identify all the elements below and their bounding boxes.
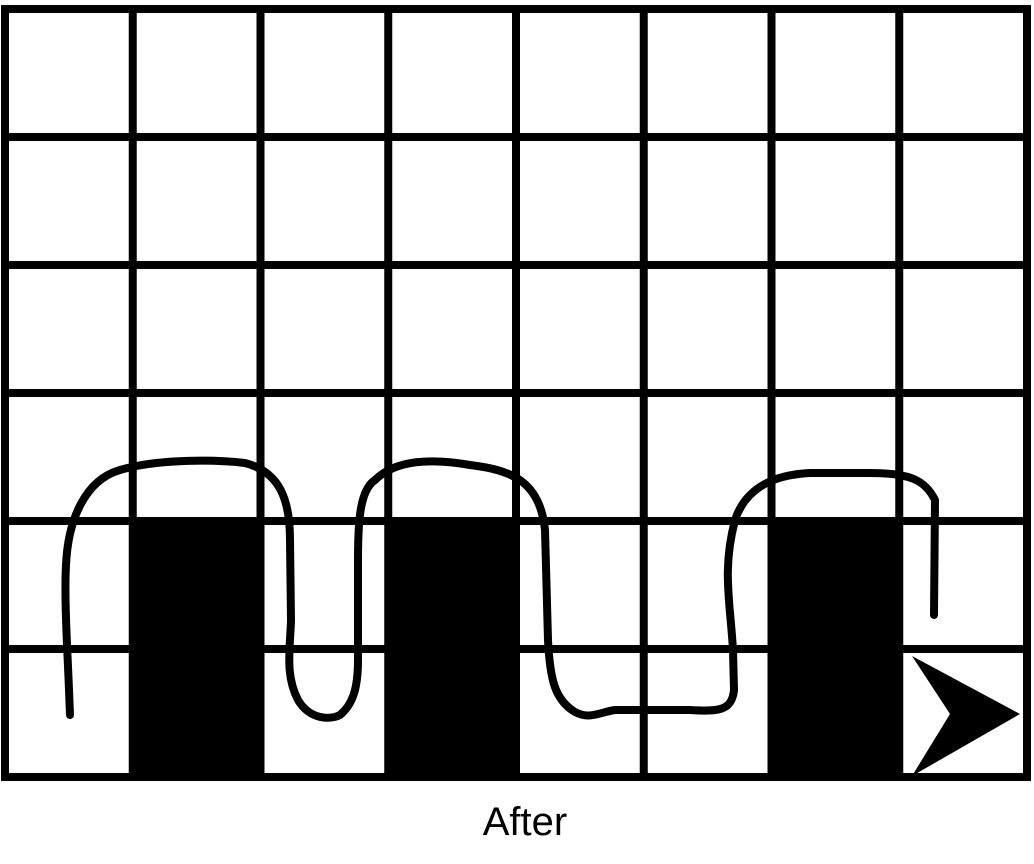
blocked-cell: [771, 521, 900, 649]
caption: After: [482, 800, 568, 844]
blocked-cell: [771, 649, 900, 777]
blocked-cell: [388, 521, 516, 649]
arrow-right-icon: [912, 656, 1020, 776]
blocked-cell: [388, 649, 516, 777]
drawn-path: [61, 456, 939, 722]
blocked-cell: [132, 649, 261, 777]
blocked-cell: [132, 521, 261, 649]
maze-grid: [1, 5, 1031, 781]
